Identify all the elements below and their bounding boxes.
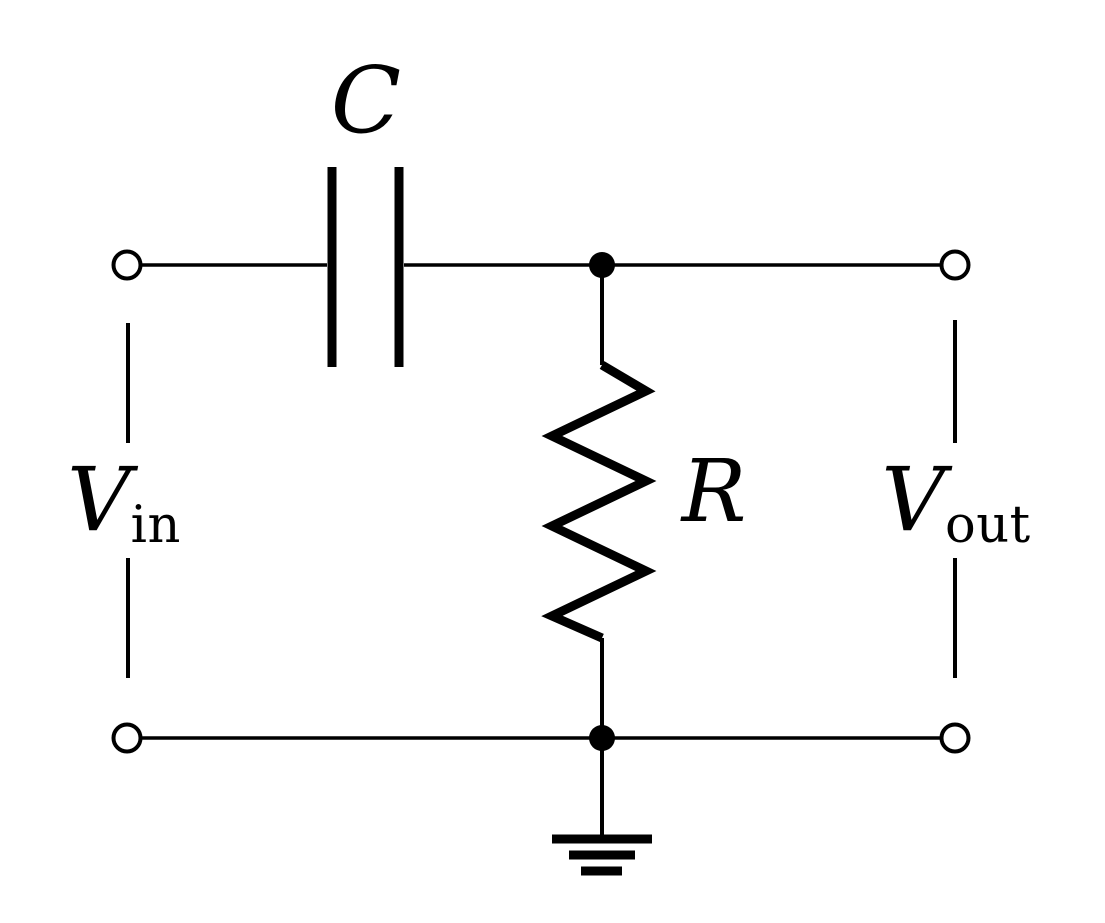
input-terminal-top	[111, 249, 143, 281]
capacitor-symbol	[327, 167, 404, 367]
output-terminal-bottom	[939, 722, 971, 754]
ground-symbol	[552, 750, 652, 876]
resistor-symbol	[541, 361, 657, 643]
junction-dot-top	[589, 252, 615, 278]
output-terminal-top	[939, 249, 971, 281]
input-terminal-bottom	[111, 722, 143, 754]
junction-dot-bottom	[589, 725, 615, 751]
